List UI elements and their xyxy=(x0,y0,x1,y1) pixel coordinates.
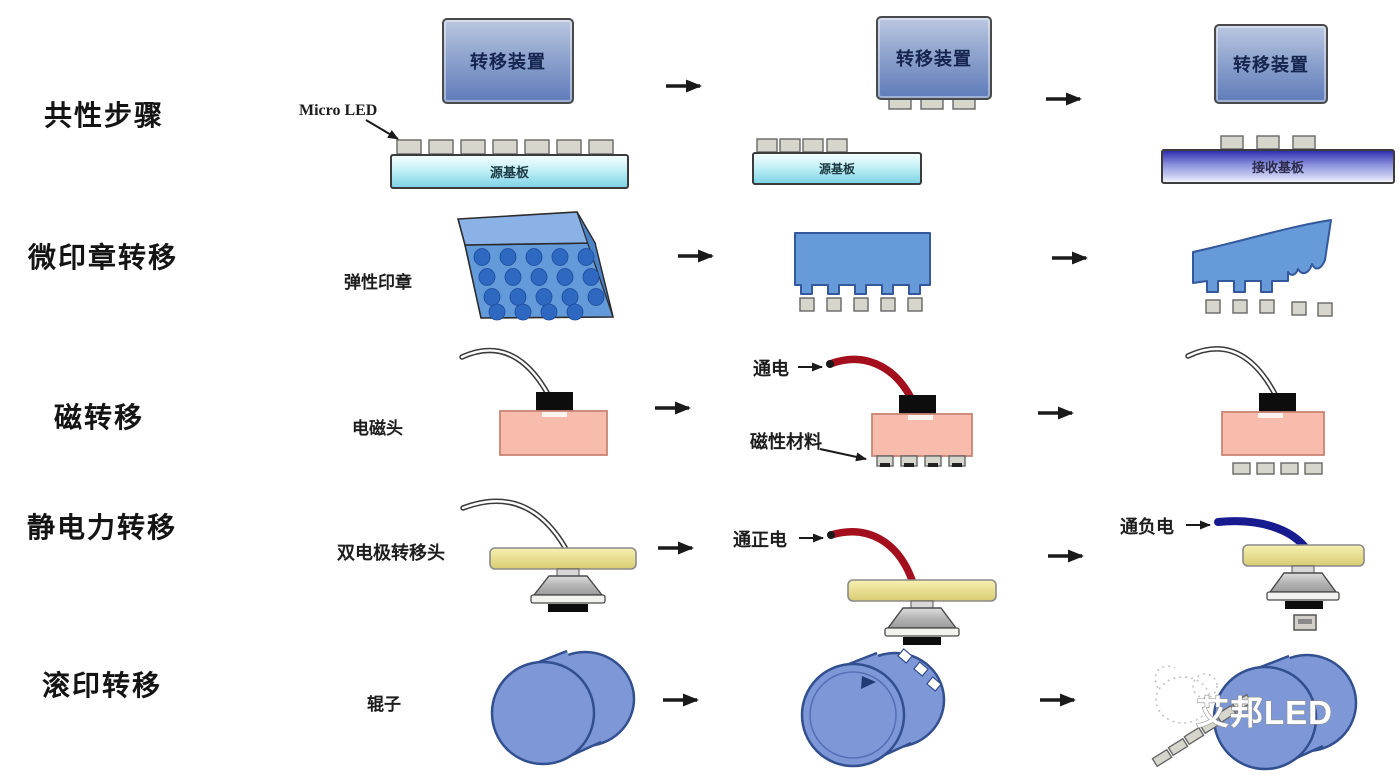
row-label-electrostatic: 静电力转移 xyxy=(27,513,178,544)
elastic-stamp-3d xyxy=(456,211,615,321)
source-substrate-label: 源基板 xyxy=(818,162,855,176)
micro-led-chip xyxy=(1291,301,1307,316)
released-chip-strip xyxy=(1151,693,1253,768)
watermark-text: 艾邦LED xyxy=(1196,694,1333,731)
roller-releasing-chips: 艾邦LED xyxy=(1151,653,1358,771)
source-substrate-2: 源基板 xyxy=(752,152,922,185)
roller-label: 辊子 xyxy=(367,695,401,714)
row-label-common-steps: 共性步骤 xyxy=(44,101,165,132)
micro-led-chip xyxy=(880,297,896,312)
micro-led-chip xyxy=(1232,299,1248,314)
row-stamp-graphics xyxy=(456,211,1333,321)
magnetic-material-label: 磁性材料 xyxy=(750,432,822,452)
transfer-device-label: 转移装置 xyxy=(896,49,972,69)
row-label-roller: 滚印转移 xyxy=(42,671,163,702)
micro-led-chip xyxy=(1259,299,1275,314)
micro-led-chip xyxy=(756,138,778,153)
row-label-stamp: 微印章转移 xyxy=(28,243,179,274)
micro-led-chip xyxy=(826,138,848,153)
negative-power-label: 通负电 xyxy=(1120,517,1174,537)
micro-led-chip xyxy=(1256,462,1275,475)
micro-led-chip xyxy=(1220,135,1244,150)
stamp-bumps xyxy=(473,248,605,321)
head-gap xyxy=(908,415,933,420)
micro-led-chip xyxy=(1256,135,1280,150)
transfer-device-box-3: 转移装置 xyxy=(1214,24,1328,104)
stamp-with-chips xyxy=(794,232,931,295)
rotation-arrow-icon xyxy=(861,676,876,689)
dual-electrode-head-label: 双电极转移头 xyxy=(337,543,445,563)
micro-led-chip xyxy=(396,139,422,155)
micro-led-chip xyxy=(853,297,869,312)
micro-led-chip xyxy=(779,138,801,153)
micro-led-chip xyxy=(1317,302,1333,317)
micro-led-chip xyxy=(799,297,815,312)
row-common-steps-graphics xyxy=(365,79,1316,155)
head-gap xyxy=(1258,413,1283,418)
stamp-peeling xyxy=(1192,219,1332,293)
micro-led-label: Micro LED xyxy=(299,102,378,119)
receiving-substrate-label: 接收基板 xyxy=(1251,160,1304,175)
power-on-label: 通电 xyxy=(753,359,789,379)
dual-electrode-head-positive xyxy=(827,528,997,645)
micro-led-pointer-arrow-icon xyxy=(365,119,399,140)
roller-cylinder xyxy=(490,649,636,766)
micro-led-chip xyxy=(524,139,550,155)
micro-led-chip xyxy=(1280,462,1299,475)
transfer-device-box-1: 转移装置 xyxy=(442,18,574,104)
source-substrate-label: 源基板 xyxy=(489,165,529,180)
released-chip-mark xyxy=(1298,619,1312,624)
micro-led-chip xyxy=(802,138,824,153)
elastic-stamp-label: 弹性印章 xyxy=(344,273,412,292)
transfer-device-label: 转移装置 xyxy=(1233,55,1309,75)
electromagnetic-head-released xyxy=(1185,346,1325,475)
roller-rim xyxy=(809,671,897,759)
row-electrostatic-graphics xyxy=(460,498,1365,645)
micro-led-chip xyxy=(492,139,518,155)
watermark-bird-icon xyxy=(1154,665,1218,724)
picked-chips xyxy=(897,648,942,692)
transfer-device-box-2: 转移装置 xyxy=(876,16,992,100)
micro-led-chip xyxy=(1304,462,1323,475)
magnetic-material-pointer-arrow-icon xyxy=(819,448,867,462)
dual-electrode-head xyxy=(460,498,637,612)
transfer-device-label: 转移装置 xyxy=(470,52,546,72)
source-substrate-1: 源基板 xyxy=(390,154,629,189)
micro-led-chip xyxy=(460,139,486,155)
micro-led-chip xyxy=(1232,462,1251,475)
receiving-substrate: 接收基板 xyxy=(1161,149,1395,184)
magnetic-head-label: 电磁头 xyxy=(352,419,403,438)
positive-power-label: 通正电 xyxy=(733,530,787,550)
micro-led-chip xyxy=(826,297,842,312)
micro-led-chip xyxy=(556,139,582,155)
micro-led-chip xyxy=(1205,299,1221,314)
magnetic-coating xyxy=(880,463,962,467)
electromagnetic-head xyxy=(459,347,608,456)
micro-led-chip xyxy=(1292,135,1316,150)
micro-led-chip xyxy=(588,139,614,155)
electromagnetic-head-powered xyxy=(826,355,973,467)
dual-electrode-head-negative xyxy=(1214,517,1365,631)
head-gap xyxy=(542,412,567,417)
row-magnetic-graphics xyxy=(459,346,1325,475)
micro-led-chip xyxy=(428,139,454,155)
micro-led-chip xyxy=(907,297,923,312)
roller-picking-chips xyxy=(800,648,946,768)
row-roller-graphics: 艾邦LED xyxy=(490,648,1358,771)
row-label-magnetic: 磁转移 xyxy=(54,403,145,434)
